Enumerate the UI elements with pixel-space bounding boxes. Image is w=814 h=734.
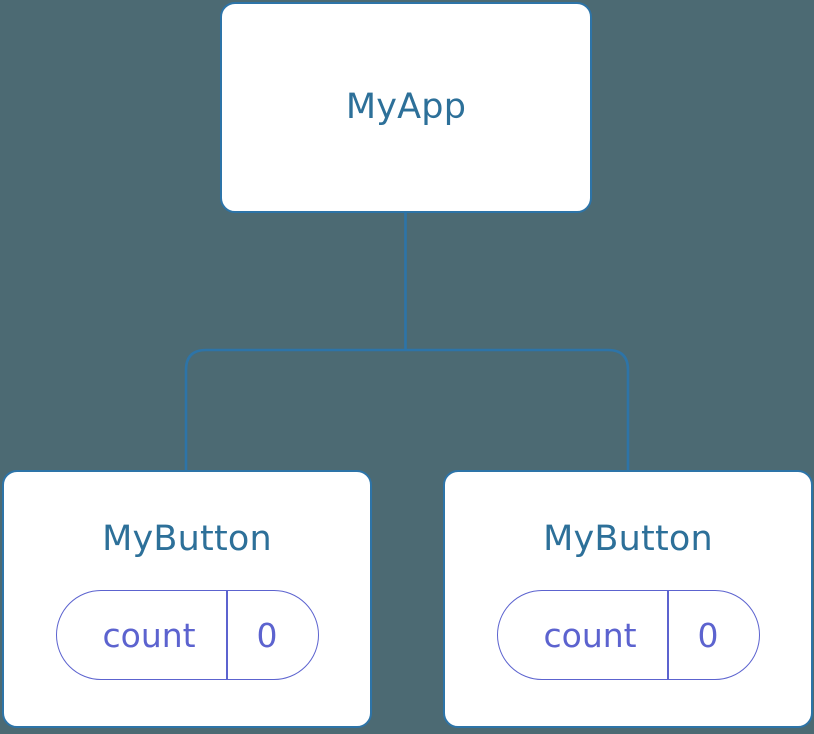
state-key-label: count (543, 615, 637, 655)
edge-to-mybutton-1 (184, 348, 406, 472)
node-myapp-label: MyApp (345, 87, 467, 127)
edge-to-mybutton-2 (405, 348, 630, 472)
node-mybutton-1-label: MyButton (102, 519, 272, 559)
node-myapp[interactable]: MyApp (220, 2, 592, 213)
node-mybutton-1[interactable]: MyButton count 0 (2, 470, 372, 728)
state-pill-count-2[interactable]: count 0 (496, 590, 760, 680)
state-pill-divider (666, 591, 669, 679)
state-value-label: 0 (256, 615, 278, 655)
state-pill-divider (225, 591, 228, 679)
state-pill-count-1[interactable]: count 0 (55, 590, 319, 680)
node-mybutton-2[interactable]: MyButton count 0 (443, 470, 813, 728)
node-mybutton-2-label: MyButton (543, 519, 713, 559)
state-value-label: 0 (697, 615, 719, 655)
state-key-label: count (102, 615, 196, 655)
